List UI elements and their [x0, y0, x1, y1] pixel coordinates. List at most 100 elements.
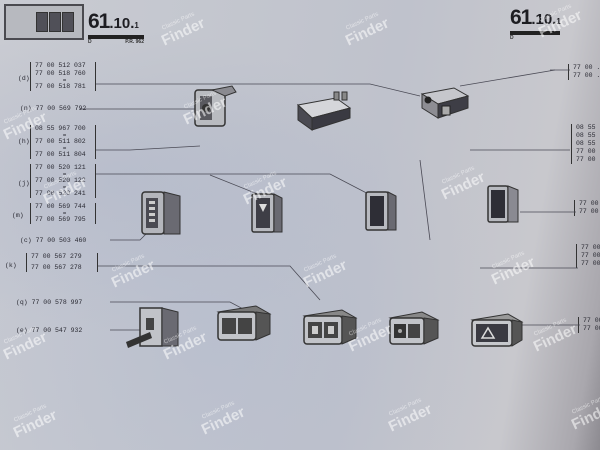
ref-number: 08 55 ... [576, 132, 600, 139]
ref-number: 77 00 569 795 [35, 216, 86, 223]
bracket [26, 253, 98, 272]
ref-label-k: (k) [5, 262, 17, 269]
bracket [571, 124, 600, 164]
ref-number: 77 00 ... [576, 156, 600, 163]
bracket [30, 203, 96, 224]
ref-number: 77 00 520 121 [35, 164, 86, 171]
header-rule [88, 35, 144, 39]
ref-number: 77 00 ... [576, 148, 600, 155]
switch-c-illustration [141, 191, 181, 235]
ref-number: 77 00 ... [579, 200, 600, 207]
ref-group-j: 77 00 520 121 = 77 00 520 122 = 77 00 52… [30, 164, 96, 198]
page-main: 61 [510, 6, 532, 29]
ref-group-e: (e) 77 00 547 932 [16, 327, 106, 335]
ref-number: 08 55 ... [576, 124, 600, 131]
equivalence-sign: = [62, 145, 67, 152]
ref-number: 77 00 569 792 [35, 105, 87, 112]
bracket [30, 125, 96, 159]
thumbnail-switch [49, 12, 61, 32]
page-sub: 1 [556, 17, 561, 26]
header-rule [510, 31, 560, 35]
ref-number: 77 00 569 744 [35, 203, 86, 210]
switch-q-illustration [216, 305, 272, 341]
page-sub: 1 [134, 21, 139, 30]
ref-group-d: 77 00 512 037 77 00 518 760 = 77 00 518 … [30, 62, 96, 91]
bracket [30, 164, 96, 198]
switch-n-illustration [194, 85, 237, 127]
ref-label-e: (e) [16, 327, 28, 334]
ref-number: 77 00 511 804 [35, 151, 86, 158]
switch-top-right-illustration [420, 87, 470, 119]
switch-mid-right-1-illustration [365, 191, 397, 231]
ref-number: 77 00 567 279 [31, 253, 82, 260]
page-section: .10. [531, 11, 557, 28]
ref-group-k: 77 00 567 279 77 00 567 278 [26, 253, 98, 272]
page-number-right: 61.10.1 D [510, 6, 561, 41]
ref-number: 77 00 520 241 [35, 190, 86, 197]
ref-group-h: 08 55 967 700 = 77 00 511 802 = 77 00 51… [30, 125, 96, 159]
sub-left: D [88, 39, 92, 45]
equivalence-sign: = [62, 210, 67, 217]
ref-number: 77 00 512 037 [35, 62, 86, 69]
thumbnail-switch [62, 12, 74, 32]
ref-number: 77 00 ... [583, 317, 600, 324]
sub-left: D [510, 35, 514, 41]
ref-group-c: (c) 77 00 503 460 [20, 237, 110, 245]
ref-number: 77 00 ... [579, 208, 600, 215]
switch-k-illustration [302, 309, 358, 345]
ref-label-m: (m) [12, 212, 24, 219]
header-subline: D P.R. 962 [88, 39, 144, 45]
bracket [574, 200, 600, 216]
ref-number: 08 55 ... [576, 140, 600, 147]
equivalence-sign: = [62, 171, 67, 178]
ref-label-c: (c) [20, 237, 32, 244]
ref-group-n: (n) 77 00 569 792 [20, 105, 100, 113]
ref-number: 77 00 567 278 [31, 264, 82, 271]
ref-number: 77 00 518 781 [35, 83, 86, 90]
ref-group-right-1: 77 00 ...77 00 ... [568, 64, 600, 80]
ref-label-d: (d) [18, 75, 30, 82]
ref-label-n: (n) [20, 105, 32, 112]
ref-number: 77 00 ... [581, 252, 600, 259]
sub-right: P.R. 962 [125, 39, 144, 45]
switch-hazard-illustration [470, 313, 524, 347]
ref-number: 77 00 578 997 [31, 299, 83, 306]
ref-group-m: 77 00 569 744 = 77 00 569 795 [30, 203, 96, 224]
equivalence-sign: = [62, 184, 67, 191]
ref-label-j: (j) [18, 180, 30, 187]
switch-mid-right-2-illustration [487, 185, 519, 223]
ref-number: 77 00 ... [581, 244, 600, 251]
header-subline: D [510, 35, 560, 41]
header-thumbnail-image [4, 4, 84, 40]
bracket [30, 62, 96, 91]
ref-number: 77 00 ... [581, 260, 600, 267]
ref-number: 77 00 547 932 [31, 327, 83, 334]
switch-j-illustration [251, 193, 283, 233]
ref-number: 77 00 ... [573, 64, 600, 71]
ref-number: 77 00 520 122 [35, 177, 86, 184]
ref-label-q: (q) [16, 299, 28, 306]
equivalence-sign: = [62, 77, 67, 84]
ref-number: 77 00 ... [573, 72, 600, 79]
bracket [576, 244, 600, 268]
page-number-left: 61.10.1 D P.R. 962 [88, 10, 144, 45]
ref-number: 77 00 ... [583, 325, 600, 332]
ref-group-right-3: 77 00 ...77 00 ... [574, 200, 600, 216]
ref-number: 08 55 967 700 [35, 125, 86, 132]
switch-e-toggle-illustration [126, 307, 179, 348]
ref-label-h: (h) [18, 138, 30, 145]
page-section: .10. [109, 15, 135, 32]
ref-group-q: (q) 77 00 578 997 [16, 299, 106, 307]
ref-number: 77 00 518 760 [35, 70, 86, 77]
equivalence-sign: = [62, 132, 67, 139]
page-main: 61 [88, 10, 110, 33]
ref-group-right-4: 77 00 ...77 00 ...77 00 ... [576, 244, 600, 268]
bracket [568, 64, 600, 80]
thumbnail-switch [36, 12, 48, 32]
ref-group-right-2: 08 55 ... 08 55 ... 08 55 ... 77 00 ... … [571, 124, 600, 164]
ref-number: 77 00 503 460 [35, 237, 87, 244]
switch-d-illustration [296, 91, 352, 131]
ref-number: 77 00 511 802 [35, 138, 86, 145]
